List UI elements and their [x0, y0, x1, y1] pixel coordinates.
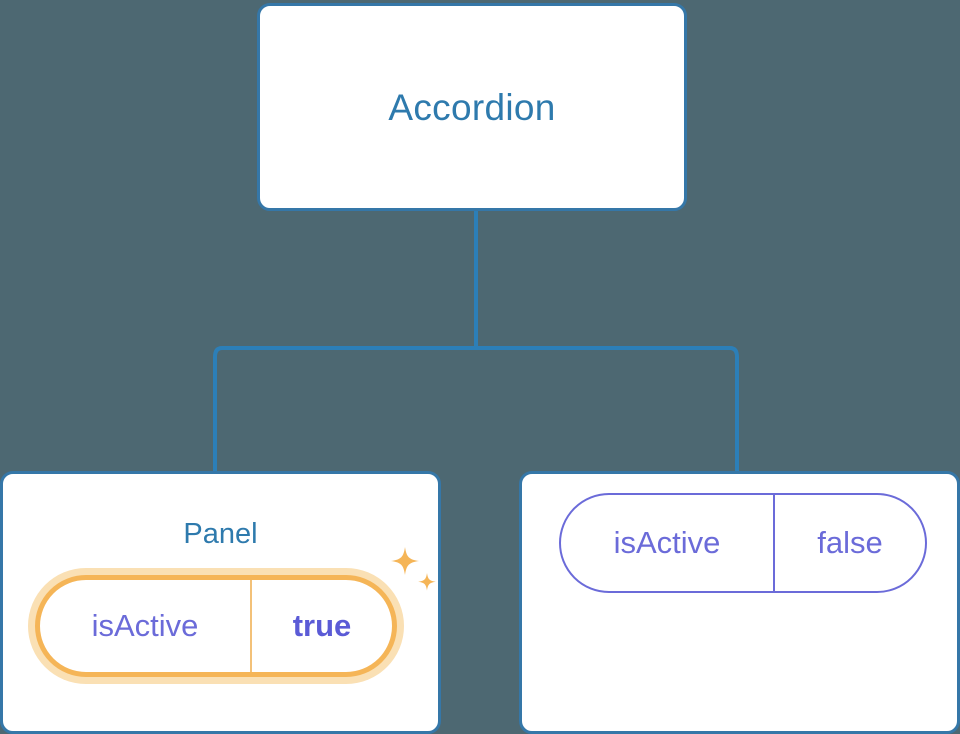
sparkles-group — [391, 547, 436, 591]
prop-value-true: true — [292, 608, 352, 643]
prop-pill-isactive-true[interactable]: isActive true — [28, 568, 404, 684]
prop-pill-isactive-false[interactable]: isActive false — [559, 493, 927, 593]
prop-key-isactive: isActive — [40, 580, 252, 672]
node-accordion[interactable]: Accordion — [257, 3, 687, 211]
prop-value-false: false — [817, 525, 883, 560]
node-accordion-label: Accordion — [388, 86, 556, 128]
edge-to-right-panel — [476, 346, 739, 471]
prop-pill-highlight-glow: isActive true — [28, 568, 404, 684]
prop-key-isactive: isActive — [561, 495, 775, 591]
edge-to-left-panel — [213, 346, 476, 471]
prop-pill-body: isActive false — [559, 493, 927, 593]
node-panel-active-label: Panel — [183, 518, 258, 550]
node-panel-inactive[interactable]: Panel isActive false — [519, 471, 960, 734]
sparkle-small-icon — [418, 573, 436, 591]
sparkle-large-icon — [391, 547, 419, 575]
prop-pill-body: isActive true — [35, 575, 397, 677]
